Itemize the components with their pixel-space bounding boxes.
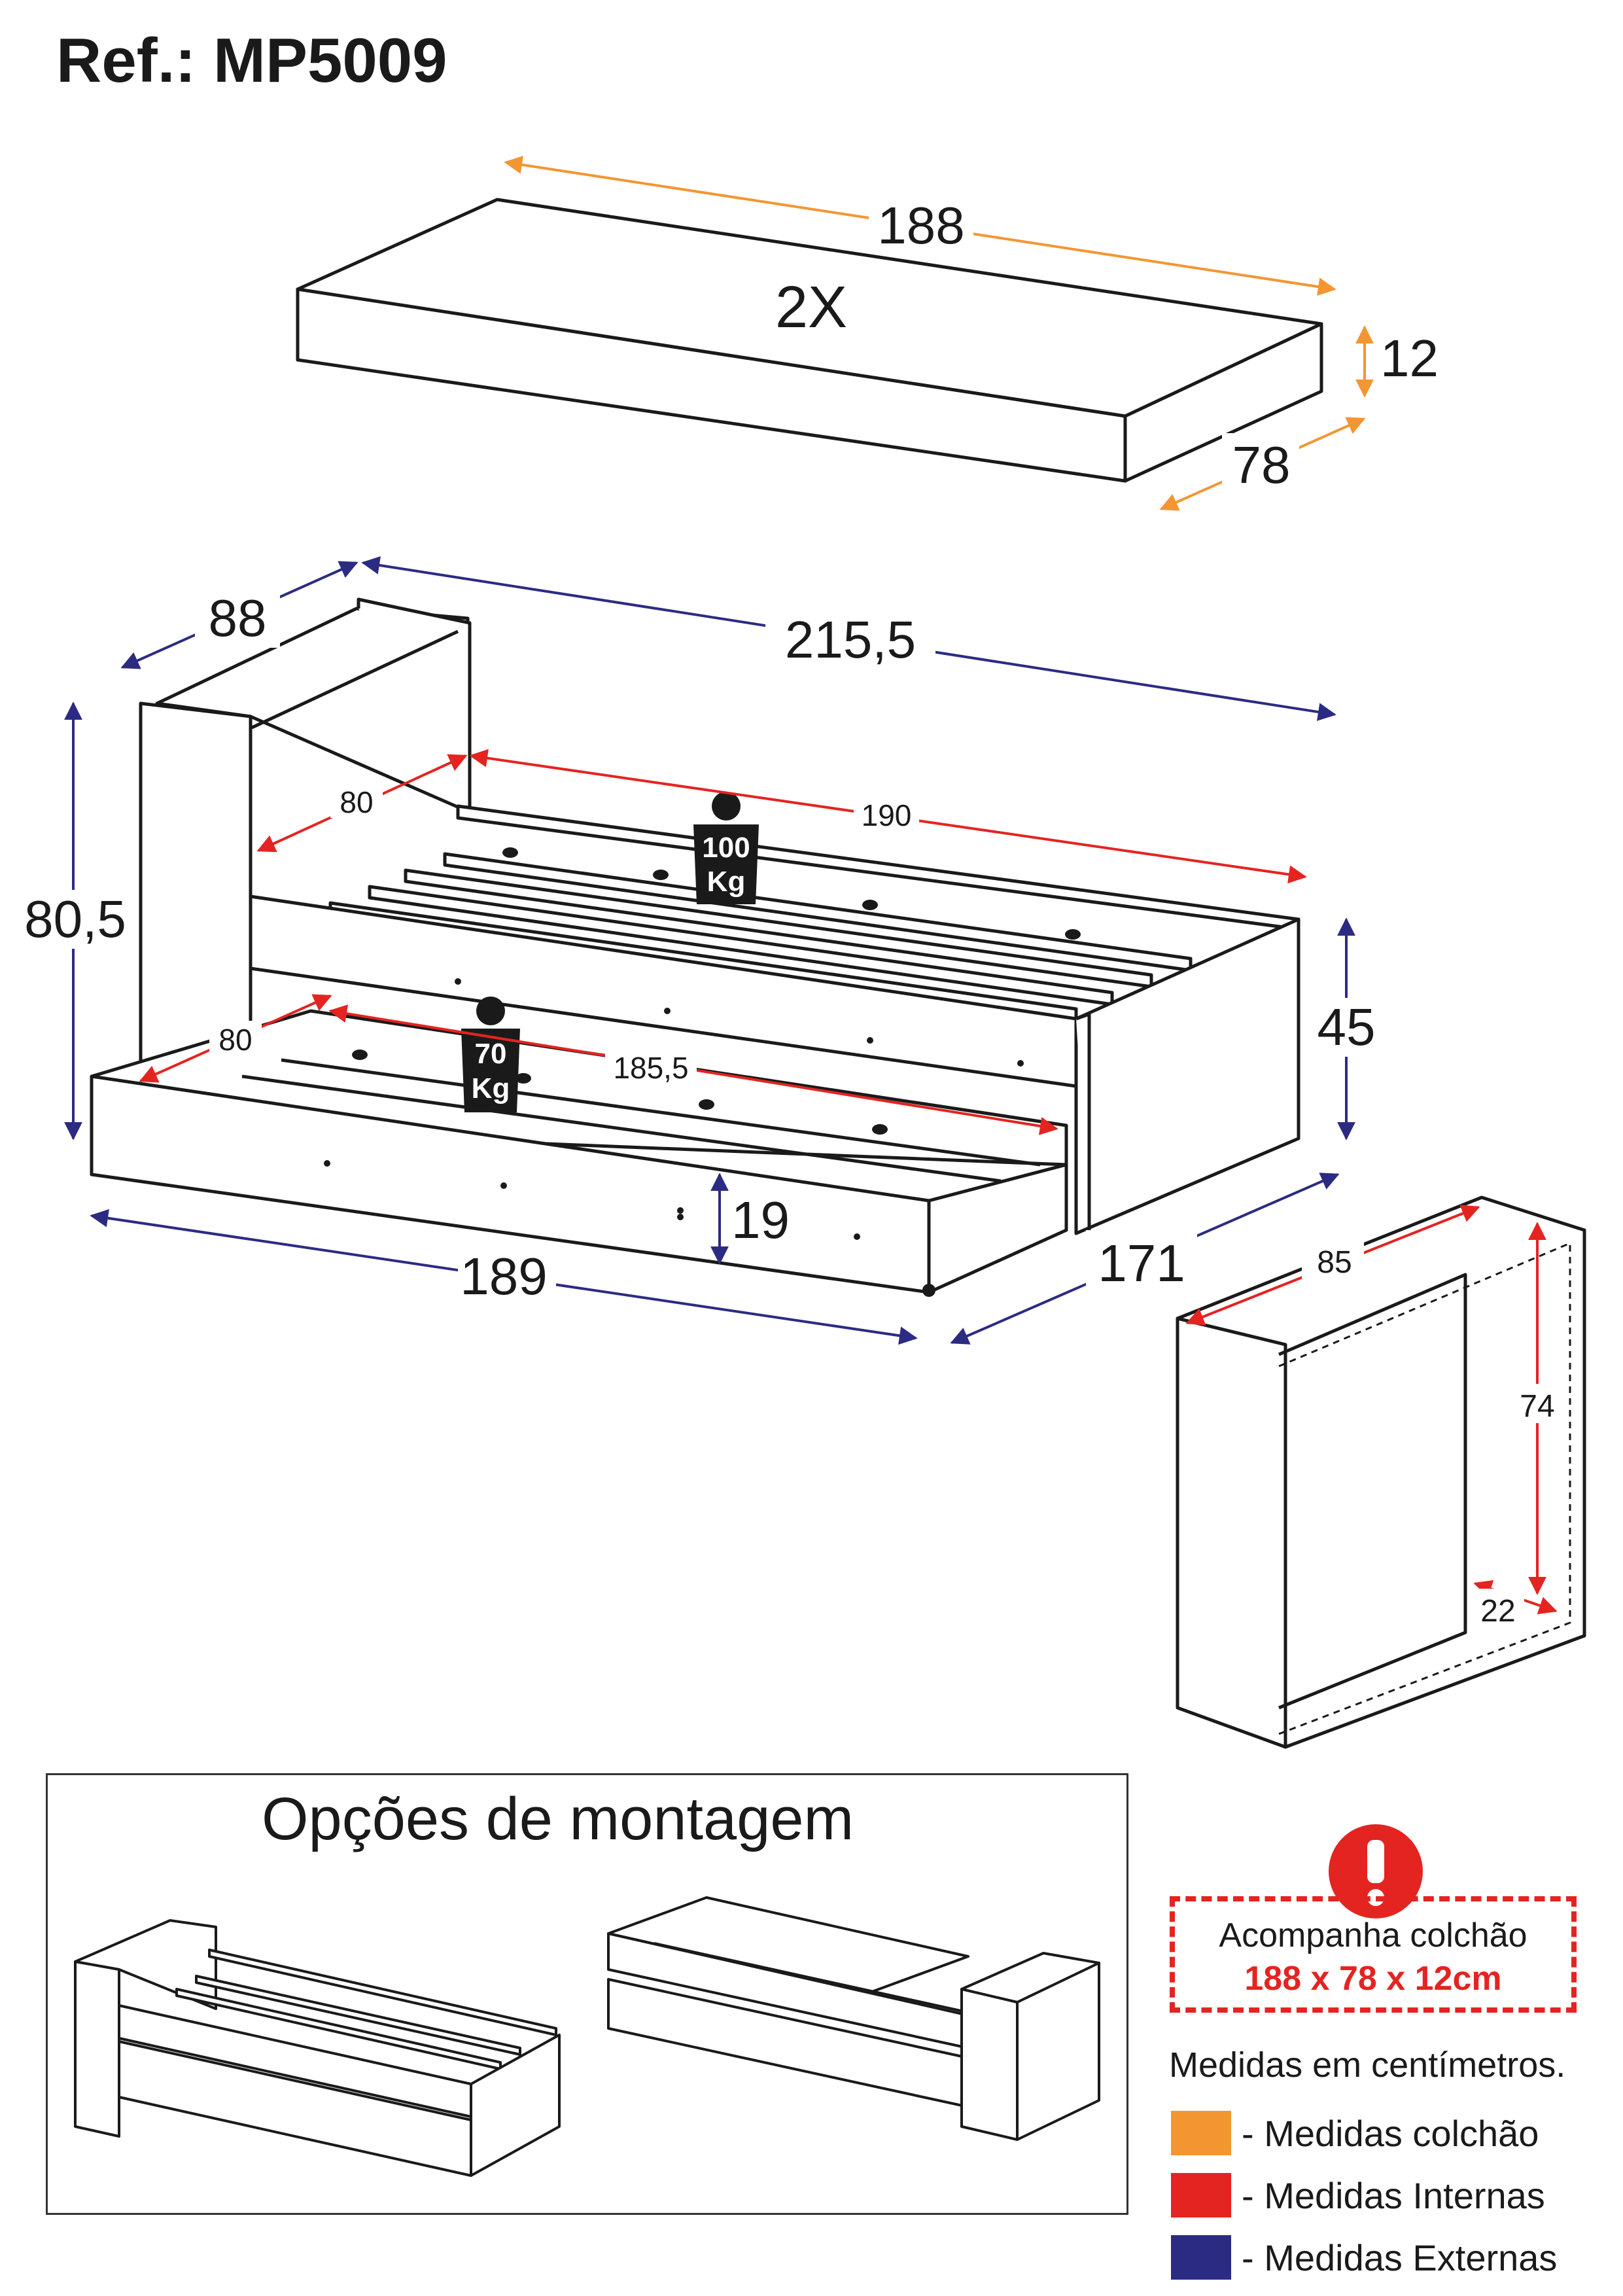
notice-line1: Acompanha colchão [1219, 1916, 1527, 1954]
trundle-length-label: 189 [460, 1247, 547, 1305]
load-trundle-unit: Kg [472, 1072, 510, 1104]
legend-title: Medidas em centímetros. [1169, 2045, 1566, 2085]
load-top-unit: Kg [707, 866, 746, 898]
legend-label-internal: - Medidas Internas [1242, 2174, 1545, 2216]
bed-drawing [90, 597, 1300, 1294]
reference-code: Ref.: MP5009 [56, 26, 447, 96]
mattress-height-label: 12 [1380, 329, 1439, 387]
mattress-quantity-label: 2X [775, 275, 847, 340]
side-height-label: 45 [1318, 998, 1376, 1056]
mattress-depth-label: 78 [1232, 436, 1291, 494]
legend-swatch-internal [1171, 2173, 1231, 2217]
height-ext-label: 80,5 [24, 890, 126, 948]
mattress-length-label: 188 [877, 196, 964, 255]
depth-int-top-label: 80 [340, 785, 373, 819]
trundle-height-label: 19 [731, 1191, 790, 1249]
assembly-option-left [74, 1919, 561, 2177]
assembly-options-box [46, 1773, 1128, 2215]
legend-label-external: - Medidas Externas [1242, 2236, 1558, 2278]
mattress-drawing [296, 198, 1323, 483]
depth-int-trundle-label: 80 [218, 1023, 252, 1057]
legend-item-mattress: - Medidas colchão [1171, 2110, 1539, 2156]
legend-swatch-external [1171, 2235, 1231, 2280]
headboard-width-label: 85 [1317, 1245, 1352, 1280]
length-int-trundle-label: 185,5 [613, 1051, 688, 1085]
depth-open-label: 171 [1098, 1234, 1185, 1292]
assembly-options-title: Opções de montagem [262, 1786, 854, 1852]
assembly-option-right [607, 1896, 1100, 2141]
legend-item-external: - Medidas Externas [1171, 2234, 1557, 2280]
length-ext-label: 215,5 [785, 610, 916, 669]
legend-swatch-mattress [1171, 2111, 1231, 2155]
legend-label-mattress: - Medidas colchão [1242, 2112, 1539, 2154]
notice-line2: 188 x 78 x 12cm [1244, 1960, 1502, 1998]
load-trundle-value: 70 [475, 1038, 507, 1070]
mattress-included-notice: Acompanha colchão 188 x 78 x 12cm [1170, 1896, 1577, 2013]
load-top-value: 100 [702, 832, 750, 864]
headboard-depth-label: 22 [1480, 1594, 1515, 1629]
depth-ext-label: 88 [209, 589, 267, 647]
headboard-drawing [1176, 1195, 1586, 1749]
headboard-height-label: 74 [1520, 1389, 1554, 1424]
length-int-top-label: 190 [862, 798, 912, 832]
legend-item-internal: - Medidas Internas [1171, 2172, 1545, 2218]
